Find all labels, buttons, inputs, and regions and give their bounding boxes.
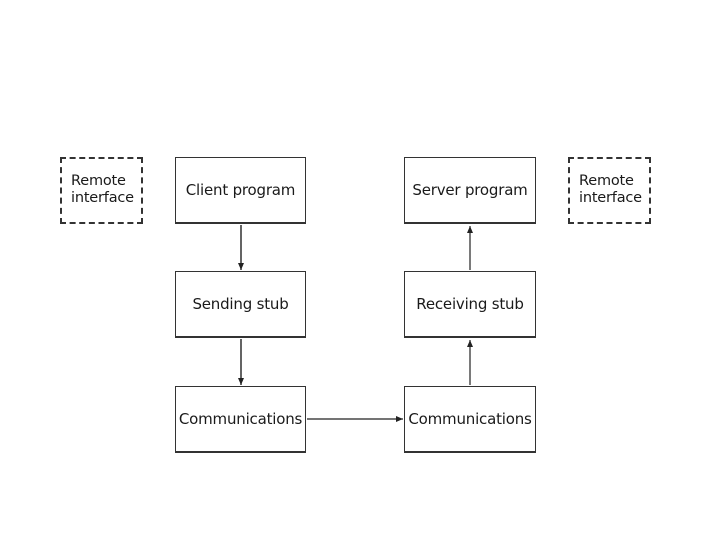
server-program-label: Server program: [412, 181, 528, 199]
remote-interface-note-right: Remote interface: [568, 157, 651, 224]
remote-interface-note-left-line2: interface: [71, 190, 134, 206]
client-program-box: Client program: [175, 157, 306, 224]
sending-stub-box: Sending stub: [175, 271, 306, 338]
receiving-stub-box: Receiving stub: [404, 271, 536, 338]
client-communications-label: Communications: [178, 410, 303, 428]
remote-interface-note-left-line1: Remote: [71, 173, 126, 189]
remote-interface-note-right-line1: Remote: [579, 173, 634, 189]
server-communications-box: Communications: [404, 386, 536, 453]
server-communications-label: Communications: [408, 410, 532, 428]
sending-stub-label: Sending stub: [192, 295, 289, 313]
remote-interface-note-left: Remote interface: [60, 157, 143, 224]
client-program-label: Client program: [185, 181, 296, 199]
receiving-stub-label: Receiving stub: [416, 295, 524, 313]
remote-interface-note-right-line2: interface: [579, 190, 642, 206]
client-communications-box: Communications: [175, 386, 306, 453]
server-program-box: Server program: [404, 157, 536, 224]
